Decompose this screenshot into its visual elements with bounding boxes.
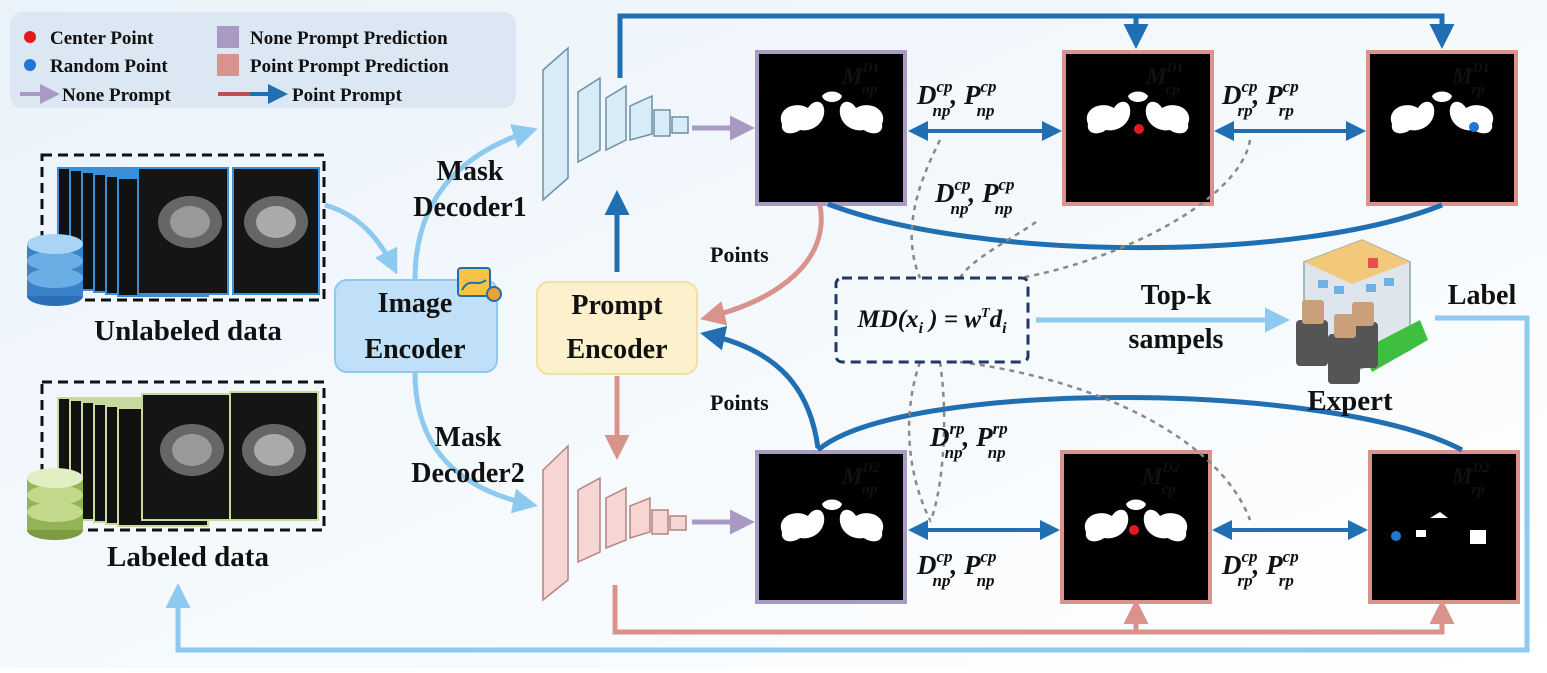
expert-icon [1296,239,1428,384]
legend-point-prompt: Point Prompt [292,85,403,106]
dotted-connectors [907,139,1252,523]
mask-decoder1-label-line2: Decoder1 [413,192,527,223]
legend: Center Point Random Point None Prompt Pr… [10,12,516,108]
unlabeled-to-encoder-arrow [324,202,398,275]
labeled-ct-stack [57,391,319,527]
legend-none-prompt: None Prompt [62,85,172,106]
center-point-swatch [24,31,36,43]
prompt-encoder-block[interactable]: Prompt Encoder [536,281,698,375]
unlabeled-ct-stack [57,167,320,297]
prediction-np-d1 [755,50,907,206]
unlabeled-data-label: Unlabeled data [94,315,282,347]
labeled-data-group: Labeled data [27,380,326,573]
prediction-cp-d2 [1060,450,1212,604]
labeled-data-label: Labeled data [107,541,269,573]
points-label-top: Points [710,242,769,267]
mask-decoder1-label-line1: Mask [437,156,504,187]
label-return-line [165,315,1530,653]
random-point-swatch [24,59,36,71]
image-gear-icon [457,267,502,302]
md-formula-box [834,276,1030,364]
image-encoder-block[interactable]: Image Encoder [334,267,502,373]
points-bottom-arrow [700,325,821,449]
points-top-arrow [700,204,824,326]
mask-decoder2-label-line1: Mask [435,422,502,453]
np1-rp1-arc [827,201,1443,251]
image-encoder-line2: Encoder [364,334,465,365]
topk-label-line2: sampels [1129,324,1224,355]
none-prompt-prediction-swatch [217,26,239,48]
prompt-encoder-line1: Prompt [571,290,663,321]
md-formula: MD(xi ) = wTdi [856,306,1007,337]
bottom-feedback-line [612,585,1455,635]
prompt-encoder-box[interactable] [536,281,698,375]
legend-random-point: Random Point [50,56,168,77]
mask-decoder2-block[interactable] [542,444,687,602]
encoder-to-decoder1-arrow [412,124,538,281]
mask-decoder1-block[interactable] [542,46,689,202]
mask-decoder2-label-line2: Decoder2 [411,458,525,489]
labeled-data-box [40,380,326,532]
points-label-bottom: Points [710,390,769,415]
database-icon-green [27,468,83,540]
prediction-rp-d2 [1368,450,1520,604]
prompt-encoder-line2: Encoder [566,334,667,365]
expert-label: Expert [1307,385,1393,417]
label-text: Label [1448,280,1517,311]
unlabeled-data-group: Unlabeled data [27,153,326,347]
legend-point-prompt-prediction: Point Prompt Prediction [250,56,449,77]
point-prompt-prediction-swatch [217,54,239,76]
legend-box [10,12,516,108]
unlabeled-data-box [40,153,326,302]
prediction-np-d2 [755,450,907,604]
np2-rp2-arc [816,395,1464,453]
prediction-rp-d1 [1366,50,1518,206]
top-feedback-line [617,13,1455,78]
md-formula-block: MD(xi ) = wTdi [834,276,1030,364]
database-icon-blue [27,234,83,306]
legend-center-point: Center Point [50,28,154,49]
legend-none-prompt-prediction: None Prompt Prediction [250,28,448,49]
image-encoder-line1: Image [378,288,453,319]
encoder-to-decoder2-arrow [412,371,538,514]
prediction-cp-d1 [1062,50,1214,206]
topk-label-line1: Top-k [1141,280,1212,311]
